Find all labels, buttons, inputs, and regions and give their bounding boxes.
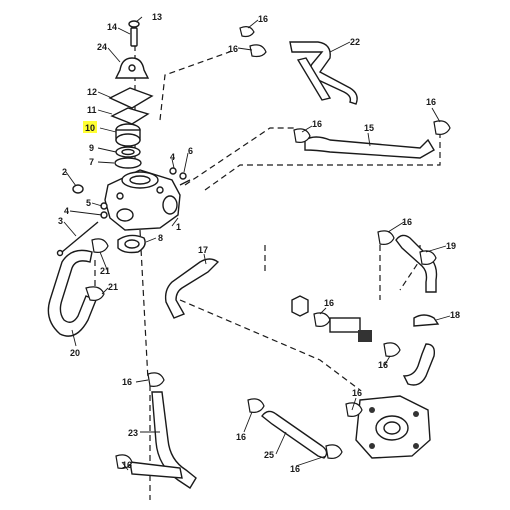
callout-16d: 16 bbox=[426, 97, 436, 107]
callout-12: 12 bbox=[87, 87, 97, 97]
callout-1: 1 bbox=[176, 222, 181, 232]
clamp-16a bbox=[239, 26, 255, 38]
clamp-21b bbox=[85, 286, 105, 301]
hose-19 bbox=[377, 230, 438, 293]
callout-6: 6 bbox=[188, 146, 193, 156]
callout-19: 19 bbox=[446, 241, 456, 251]
callout-2: 2 bbox=[62, 167, 67, 177]
water-pump bbox=[345, 395, 431, 459]
callout-16l: 16 bbox=[290, 464, 300, 474]
washer-13 bbox=[128, 20, 140, 28]
callout-16b: 16 bbox=[228, 44, 238, 54]
callout-16k: 16 bbox=[236, 432, 246, 442]
screw-6 bbox=[179, 172, 187, 180]
gasket-12 bbox=[108, 87, 154, 109]
callout-24: 24 bbox=[97, 42, 107, 52]
fittings bbox=[56, 167, 187, 257]
callout-10: 10 bbox=[85, 123, 95, 133]
callout-7: 7 bbox=[89, 157, 94, 167]
hose-25 bbox=[247, 398, 343, 459]
highlight-box bbox=[83, 121, 97, 133]
callout-9: 9 bbox=[89, 143, 94, 153]
bolt-14 bbox=[130, 27, 138, 47]
thermostat-stack bbox=[108, 20, 154, 169]
callout-23: 23 bbox=[128, 428, 138, 438]
fitting-assembly bbox=[291, 295, 401, 357]
callout-18: 18 bbox=[450, 310, 460, 320]
callout-11: 11 bbox=[87, 105, 97, 115]
callout-8: 8 bbox=[158, 233, 163, 243]
hose-18 bbox=[402, 314, 440, 386]
clamp-21a bbox=[91, 238, 109, 253]
clamp-16i bbox=[147, 372, 165, 387]
thermostat-housing-1 bbox=[104, 169, 191, 231]
clamp-16k bbox=[247, 398, 265, 413]
callout-21a: 21 bbox=[100, 266, 110, 276]
hose-17 bbox=[164, 258, 220, 319]
callout-21b: 21 bbox=[108, 282, 118, 292]
callout-14: 14 bbox=[107, 22, 117, 32]
o-ring-7 bbox=[114, 157, 142, 169]
callout-labels: 13 14 24 12 11 10 9 7 2 5 4 6 4 3 1 8 21… bbox=[58, 12, 460, 474]
callout-15: 15 bbox=[364, 123, 374, 133]
callout-4: 4 bbox=[170, 152, 175, 162]
callout-16j: 16 bbox=[352, 388, 362, 398]
clamp-16c bbox=[293, 128, 311, 143]
callout-4b: 4 bbox=[64, 206, 69, 216]
callout-16i: 16 bbox=[122, 460, 132, 470]
callout-16g: 16 bbox=[378, 360, 388, 370]
clamp-16g bbox=[313, 312, 331, 327]
screw-4b bbox=[169, 167, 177, 175]
callout-16h: 16 bbox=[122, 377, 132, 387]
clamp-16l bbox=[325, 444, 343, 459]
hose-20 bbox=[47, 238, 109, 337]
hose-22 bbox=[239, 26, 358, 105]
callout-25: 25 bbox=[264, 450, 274, 460]
gasket-11 bbox=[110, 107, 150, 125]
sensor-rod-3 bbox=[61, 221, 99, 253]
clamp-16e bbox=[377, 230, 395, 245]
hose-23 bbox=[115, 372, 197, 489]
callout-22: 22 bbox=[350, 37, 360, 47]
clamp-16d bbox=[433, 120, 451, 135]
clamp-16b bbox=[249, 44, 267, 58]
leader-lines bbox=[63, 16, 451, 471]
callout-17: 17 bbox=[198, 245, 208, 255]
callout-20: 20 bbox=[70, 348, 80, 358]
cap-2 bbox=[72, 184, 84, 194]
clamp-16f bbox=[419, 250, 437, 265]
clamp-16h bbox=[383, 342, 401, 357]
hose-15 bbox=[293, 120, 451, 159]
callout-5: 5 bbox=[86, 198, 91, 208]
callout-16a: 16 bbox=[258, 14, 268, 24]
callout-16f: 16 bbox=[324, 298, 334, 308]
clamp-16j bbox=[115, 454, 133, 469]
callout-3: 3 bbox=[58, 216, 63, 226]
callout-16c: 16 bbox=[312, 119, 322, 129]
callout-16e: 16 bbox=[402, 217, 412, 227]
callout-13: 13 bbox=[152, 12, 162, 22]
